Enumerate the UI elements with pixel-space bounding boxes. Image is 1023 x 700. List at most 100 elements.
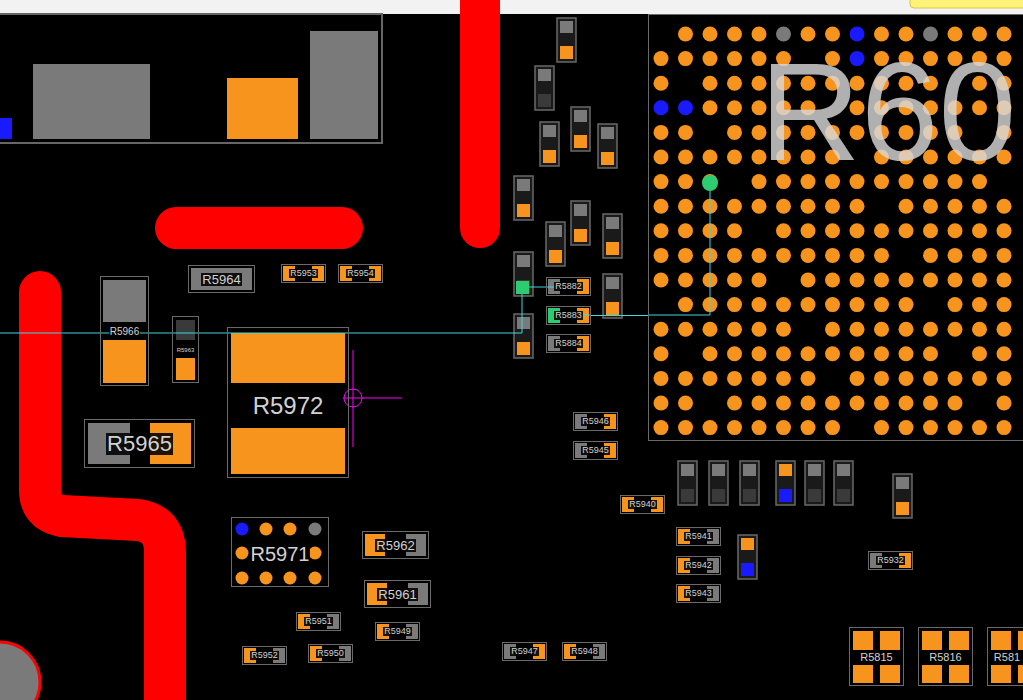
net-connector <box>591 315 648 316</box>
pad <box>176 320 195 340</box>
bga-ball <box>899 346 914 361</box>
small-part <box>776 461 795 505</box>
small-part <box>893 474 912 518</box>
part-outline <box>776 461 795 505</box>
part-outline <box>557 18 576 62</box>
bga-ball <box>997 396 1012 411</box>
pad <box>808 489 821 502</box>
part-label: R5961 <box>377 588 417 601</box>
pad <box>880 665 900 683</box>
bga-ball <box>923 273 938 288</box>
bga-ball <box>874 420 889 435</box>
part-label: R5883 <box>554 311 583 320</box>
ball <box>260 572 273 585</box>
bga-ball <box>972 248 987 263</box>
pad <box>880 631 900 650</box>
bga-ball <box>752 27 767 42</box>
bga-ball <box>972 322 987 337</box>
pad <box>517 317 530 329</box>
resistor-footprint: R581 <box>987 627 1023 686</box>
pad <box>681 464 694 476</box>
bga-ball <box>923 371 938 386</box>
small-part <box>834 461 853 505</box>
resistor-footprint: R5946 <box>573 412 618 431</box>
bga-ball <box>997 322 1012 337</box>
pad <box>949 631 969 650</box>
ball <box>309 572 322 585</box>
pad <box>779 464 792 476</box>
bga-ball <box>654 150 669 165</box>
bga-ball <box>727 248 742 263</box>
pad <box>517 342 530 355</box>
bga-ball <box>825 322 840 337</box>
part-label: R5945 <box>581 446 610 455</box>
bga-ball <box>923 223 938 238</box>
pad <box>681 489 694 502</box>
bga-ball <box>899 322 914 337</box>
pad <box>191 268 252 290</box>
bga-ball <box>825 248 840 263</box>
pad <box>1018 665 1023 683</box>
part-label: R581 <box>993 652 1021 663</box>
bga-ball <box>727 125 742 140</box>
bga-ball <box>678 297 693 312</box>
bga-chip: R60 <box>648 14 1023 441</box>
bga-ball <box>703 150 718 165</box>
bga-ball <box>972 199 987 214</box>
bga-ball <box>825 27 840 42</box>
bga-ball <box>801 346 816 361</box>
pad <box>517 179 530 191</box>
resistor-footprint: R5942 <box>676 556 721 575</box>
bga-ball <box>678 27 693 42</box>
bga-ball <box>997 297 1012 312</box>
part-outline <box>540 122 559 166</box>
small-part <box>514 252 533 296</box>
part-label: R5972 <box>252 394 325 418</box>
pad <box>560 21 573 33</box>
bga-ball <box>703 346 718 361</box>
bga-ball <box>752 371 767 386</box>
pad <box>743 464 756 476</box>
mounting-hole <box>0 642 40 700</box>
bga-ball <box>654 420 669 435</box>
part-label: R5965 <box>106 433 173 455</box>
small-part <box>571 107 590 151</box>
pad <box>741 538 754 550</box>
bga-ball <box>923 420 938 435</box>
bga-ball <box>776 199 791 214</box>
part-label: R5951 <box>304 617 333 626</box>
bga-ball <box>923 248 938 263</box>
bga-ball <box>776 248 791 263</box>
bga-ball <box>727 76 742 91</box>
small-part <box>540 122 559 166</box>
part-label: R5946 <box>581 417 610 426</box>
copper-trace <box>460 0 500 228</box>
bga-ball <box>752 297 767 312</box>
bga-ball <box>997 346 1012 361</box>
pad <box>712 464 725 476</box>
part-label: R5952 <box>250 651 279 660</box>
bga-ball <box>948 27 963 42</box>
pad <box>231 333 345 383</box>
pad <box>896 502 909 515</box>
bga-ball <box>948 297 963 312</box>
part-label: R5964 <box>201 273 241 286</box>
bga-ball <box>825 199 840 214</box>
bga-ball <box>997 273 1012 288</box>
bga-ball <box>850 273 865 288</box>
pad <box>517 255 530 267</box>
resistor-footprint: R5972 <box>227 327 349 478</box>
pad <box>743 489 756 502</box>
resistor-footprint: R5950 <box>308 644 353 663</box>
pad <box>574 204 587 216</box>
resistor-footprint: R5951 <box>296 612 341 631</box>
bga-ball <box>899 371 914 386</box>
part-label: R5963 <box>176 347 196 353</box>
ball <box>236 572 249 585</box>
small-part <box>571 201 590 245</box>
part-label: R5940 <box>628 500 657 509</box>
pad <box>896 477 909 489</box>
pad <box>574 229 587 242</box>
